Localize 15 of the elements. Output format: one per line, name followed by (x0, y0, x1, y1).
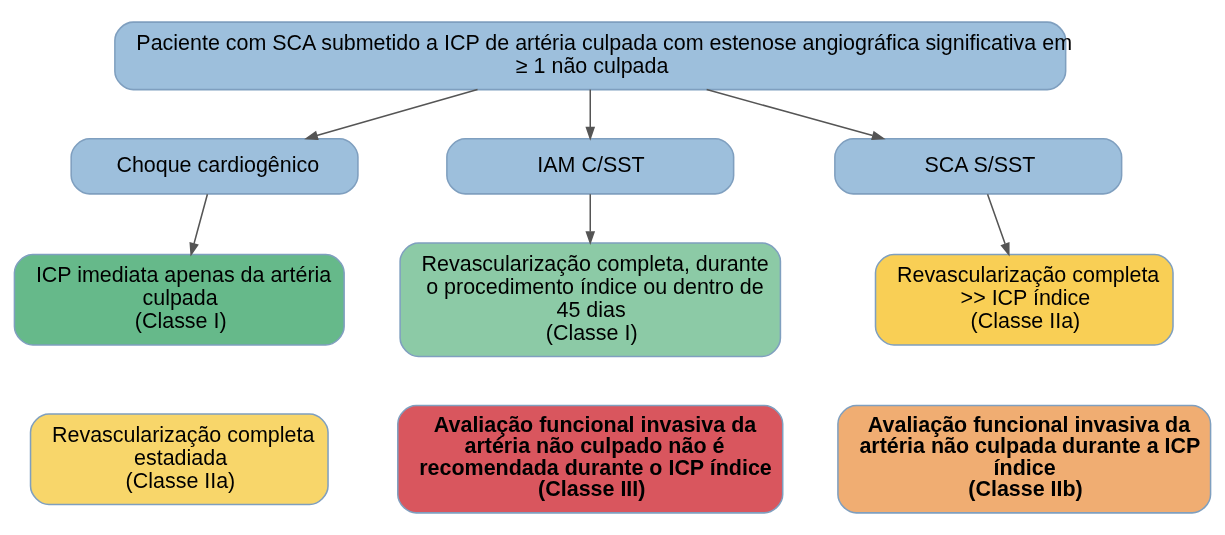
node-box: Choque cardiogênico (70, 137, 359, 195)
node-box: Avaliação funcional invasiva da artéria não culpado não é recomendada durante o ICP índice (Classe III) (397, 404, 784, 514)
node-box: Revascularização completa >> ICP índice (Classe IIa) (874, 253, 1174, 346)
node-box: Revascularização completa, durante o procedimento índice ou dentro de 45 dias (Classe I) (399, 242, 782, 358)
node-box: SCA S/SST (834, 137, 1123, 195)
node-box: Avaliação funcional invasiva da artéria não culpada durante a ICP índice (Classe IIb) (837, 404, 1212, 514)
arrow (986, 193, 1010, 257)
node-box: Revascularização completa estadiada (Classe IIa) (29, 413, 329, 506)
arrow (189, 193, 209, 257)
arrow (585, 193, 596, 246)
arrow (304, 88, 479, 140)
arrow (705, 88, 886, 141)
node-box: IAM C/SST (446, 137, 735, 195)
arrow (585, 88, 596, 141)
node-box: ICP imediata apenas da artéria culpada (Classe I) (13, 253, 345, 346)
